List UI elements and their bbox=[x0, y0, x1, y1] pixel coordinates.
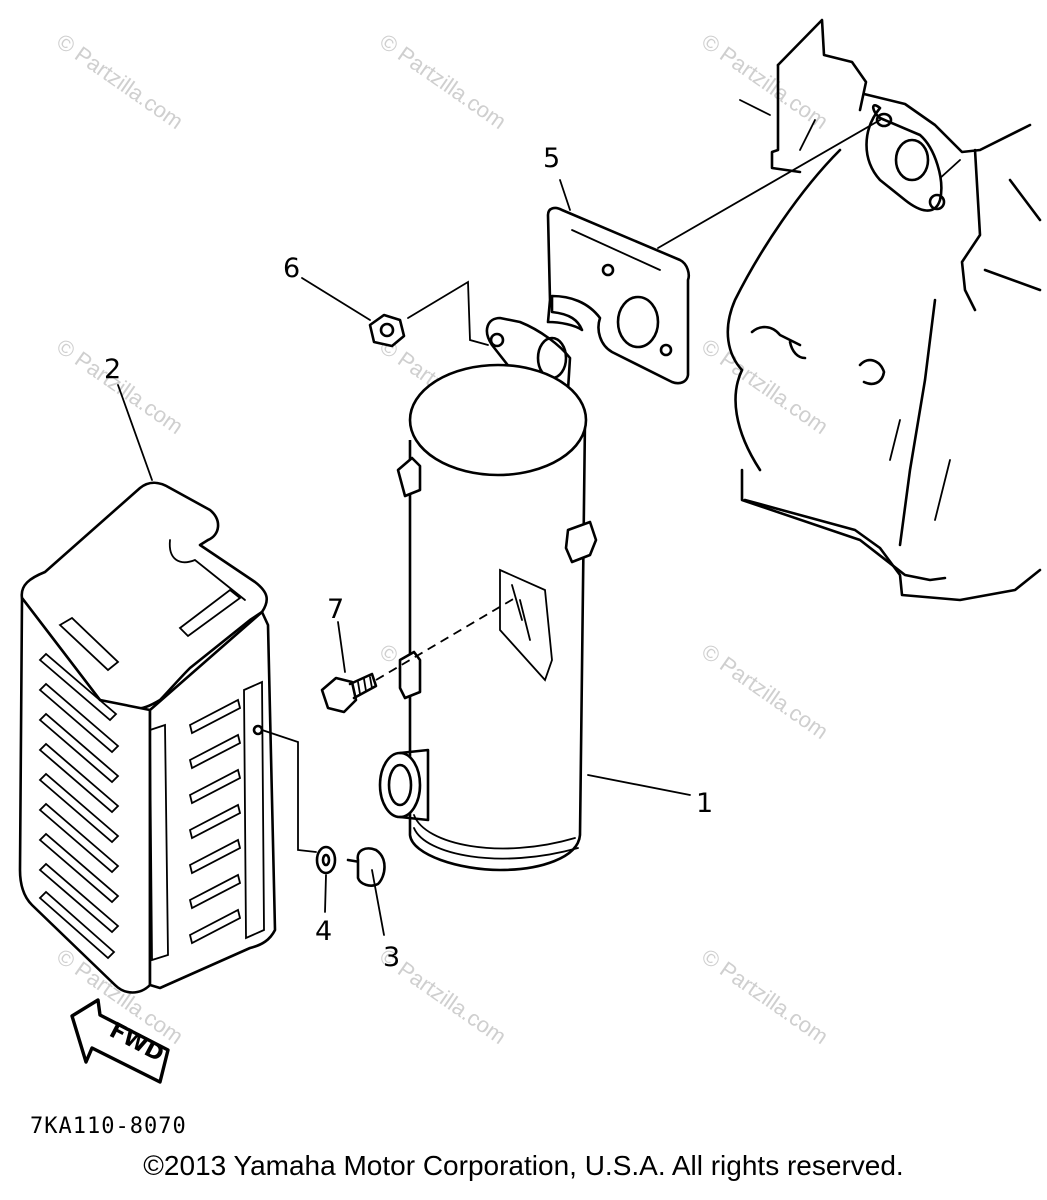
watermark: © Partzilla.com bbox=[375, 29, 511, 135]
bolt-7 bbox=[320, 672, 378, 714]
watermark: © Partzilla.com bbox=[697, 334, 833, 440]
nut-6 bbox=[368, 313, 406, 348]
muffler bbox=[378, 316, 598, 872]
watermark: © Partzilla.com bbox=[697, 639, 833, 745]
washer-4 bbox=[315, 845, 337, 875]
watermark: © Partzilla.com bbox=[697, 944, 833, 1050]
copyright-notice: ©2013 Yamaha Motor Corporation, U.S.A. A… bbox=[143, 1150, 904, 1181]
callout-1: 1 bbox=[696, 788, 713, 819]
callout-5: 5 bbox=[543, 143, 560, 174]
callout-4: 4 bbox=[315, 916, 332, 947]
watermark: © Partzilla.com bbox=[52, 29, 188, 135]
assembly-line-bolt bbox=[375, 597, 516, 681]
assembly-line bbox=[657, 119, 881, 249]
part-code: 7KA110-8070 bbox=[30, 1114, 187, 1139]
callout-3: 3 bbox=[383, 942, 400, 973]
engine-block bbox=[726, 18, 1042, 602]
callout-2: 2 bbox=[104, 354, 121, 385]
assembly-line-screw bbox=[261, 729, 317, 853]
callout-7: 7 bbox=[327, 594, 344, 625]
callout-6: 6 bbox=[283, 253, 300, 284]
screw-3 bbox=[346, 847, 386, 887]
assembly-line-nut bbox=[407, 280, 489, 346]
heat-protector bbox=[18, 481, 277, 994]
gasket bbox=[546, 206, 691, 385]
watermark: © Partzilla.com bbox=[52, 334, 188, 440]
leader-lines bbox=[117, 179, 691, 936]
watermark: © Partzilla.com bbox=[697, 29, 833, 135]
